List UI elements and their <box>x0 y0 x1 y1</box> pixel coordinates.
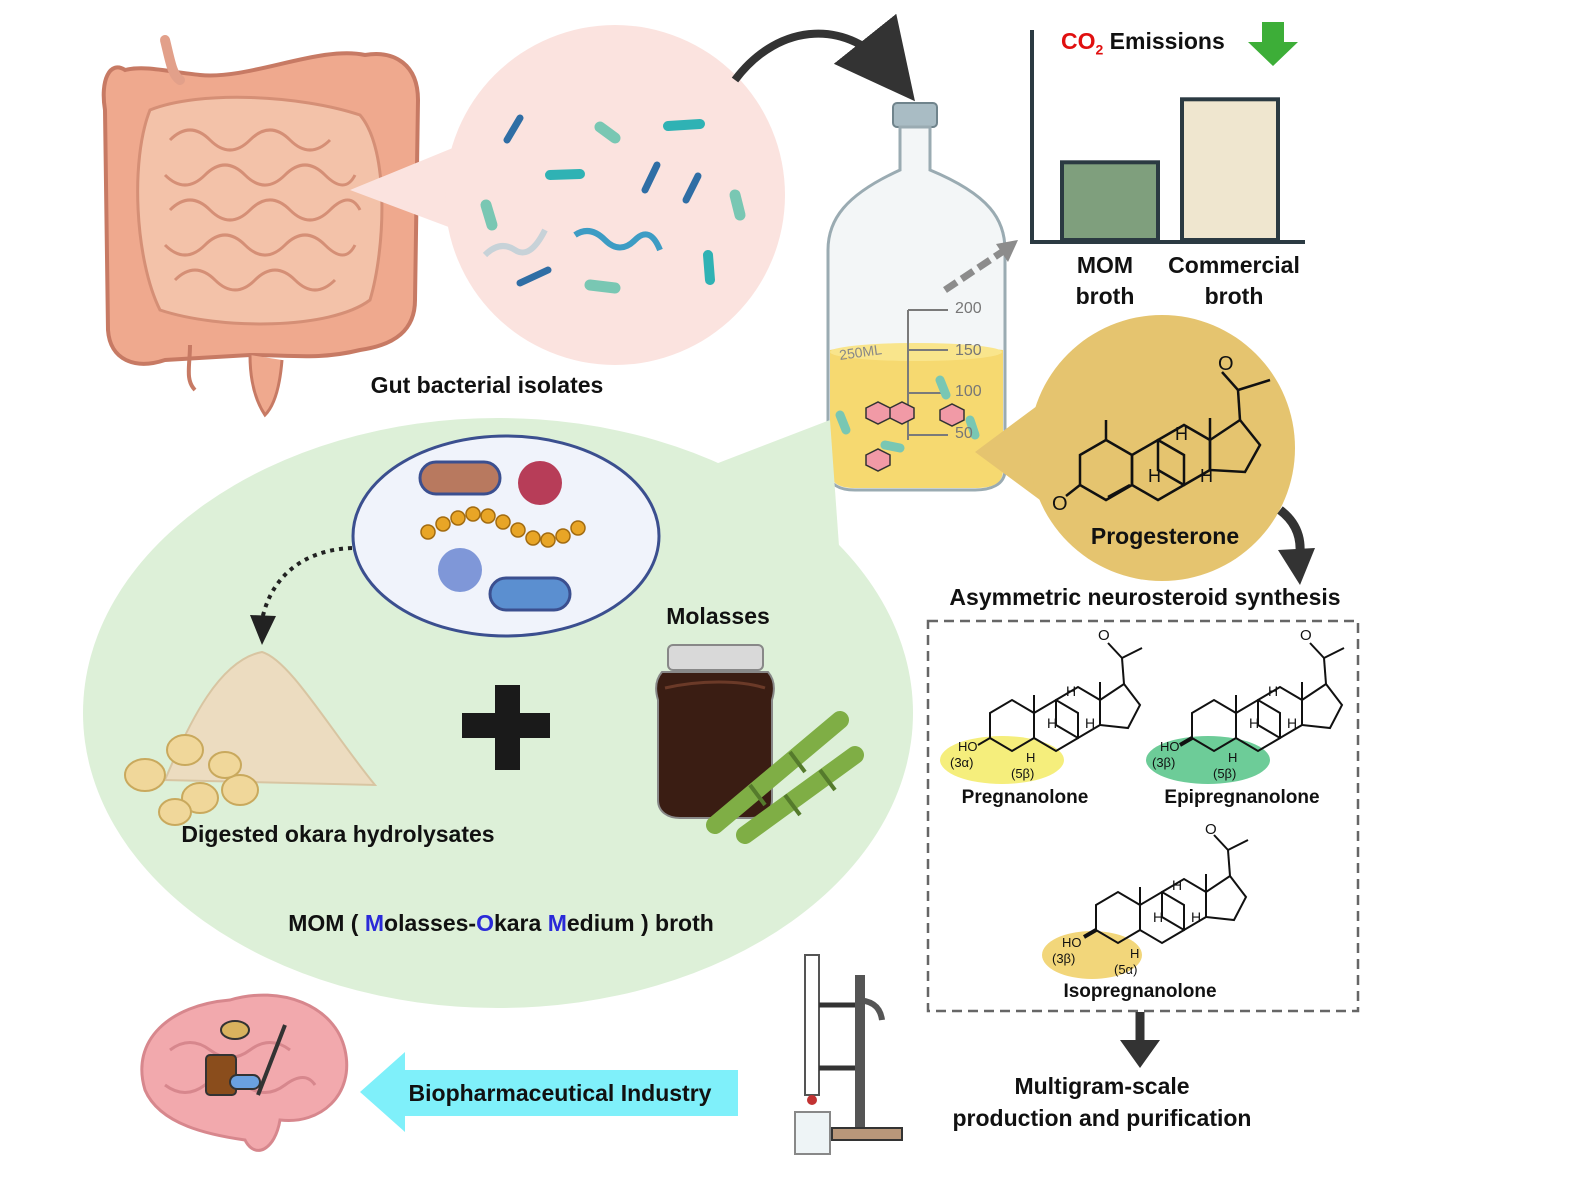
chart-category-commercial: Commercial broth <box>1168 250 1300 312</box>
bacteria-bubble <box>350 25 785 365</box>
isopregnanolone-structure <box>1082 834 1249 945</box>
mom-letter-m1: M <box>364 910 385 936</box>
isopregnanolone-h5: H <box>1130 946 1139 961</box>
chart-category-commercial-line2: broth <box>1204 283 1264 309</box>
okara-powder-illustration <box>124 650 378 826</box>
flask-mark-50: 50 <box>955 425 973 442</box>
mom-letter-o: O <box>476 910 494 936</box>
chart-category-mom: MOM broth <box>1076 250 1135 312</box>
pregnanolone-pos3: (3α) <box>950 755 973 770</box>
bar-mom-broth <box>1060 160 1160 242</box>
epipregnanolone-h-a: H <box>1268 683 1278 699</box>
mom-text-1: olasses- <box>384 910 477 936</box>
culture-bottle: 250ML 200 150 100 50 <box>826 102 1007 492</box>
products-box <box>926 619 1360 1013</box>
mom-text-3: edium ) broth <box>566 910 714 936</box>
chart-title: CO2 Emissions <box>1061 28 1225 58</box>
synthesis-title: Asymmetric neurosteroid synthesis <box>949 584 1341 610</box>
molasses-jar-illustration <box>655 644 864 844</box>
chart-category-commercial-line1: Commercial <box>1168 252 1300 278</box>
epipregnanolone-structure <box>1178 642 1345 753</box>
epipregnanolone-o: O <box>1300 627 1312 644</box>
isopregnanolone-label: Isopregnanolone <box>1063 981 1217 1002</box>
epipregnanolone-h-b: H <box>1249 715 1259 731</box>
isopregnanolone-ho: HO <box>1062 935 1082 950</box>
epipregnanolone-h5: H <box>1228 750 1237 765</box>
intestine-illustration <box>101 35 421 418</box>
plus-icon <box>462 685 550 770</box>
gut-isolates-label: Gut bacterial isolates <box>370 372 604 398</box>
flask-mark-100: 100 <box>955 383 982 400</box>
isopregnanolone-h-b: H <box>1153 909 1163 925</box>
epipregnanolone-pos3: (3β) <box>1152 755 1175 770</box>
progesterone-h1: H <box>1175 424 1188 444</box>
epipregnanolone-ho: HO <box>1160 739 1180 754</box>
down-arrow-icon <box>1248 22 1298 66</box>
chart-category-mom-line1: MOM <box>1076 252 1134 278</box>
pregnanolone-label: Pregnanolone <box>961 787 1089 808</box>
progesterone-h3: H <box>1200 466 1213 486</box>
epipregnanolone-label: Epipregnanolone <box>1164 787 1320 808</box>
multigram-line1: Multigram-scale <box>1014 1073 1190 1099</box>
enzyme-digestion-circle <box>351 434 661 638</box>
pregnanolone-pos5: (5β) <box>1011 766 1034 781</box>
chart-title-rest: Emissions <box>1103 28 1225 54</box>
mom-medium-label: MOM ( Molasses-Okara Medium ) broth <box>288 910 714 937</box>
dashed-arrow-head <box>996 240 1018 262</box>
okara-label: Digested okara hydrolysates <box>181 821 495 847</box>
isopregnanolone-pos3: (3β) <box>1052 951 1075 966</box>
industry-label: Biopharmaceutical Industry <box>408 1080 712 1106</box>
progesterone-label: Progesterone <box>1090 523 1240 549</box>
epipregnanolone-highlight <box>1146 736 1270 784</box>
dotted-arrow-to-okara <box>260 546 353 621</box>
pregnanolone-h-b: H <box>1047 715 1057 731</box>
isopregnanolone-h-c: H <box>1191 909 1201 925</box>
pregnanolone-h5: H <box>1026 750 1035 765</box>
pregnanolone-h-a: H <box>1066 683 1076 699</box>
progesterone-h2: H <box>1148 466 1161 486</box>
pregnanolone-ho: HO <box>958 739 978 754</box>
isopregnanolone-pos5: (5α) <box>1114 962 1137 977</box>
co2-bar-chart <box>1030 22 1305 244</box>
column-stand-illustration <box>794 954 903 1155</box>
progesterone-structure <box>1065 371 1271 502</box>
curved-arrow-to-flask <box>731 13 916 102</box>
progesterone-o-top: O <box>1218 353 1234 375</box>
epipregnanolone-h-c: H <box>1287 715 1297 731</box>
dashed-arrow-to-chart <box>943 247 1007 293</box>
mom-prefix: MOM ( <box>288 910 365 936</box>
bar-commercial-broth <box>1180 97 1280 242</box>
industry-arrow-body <box>404 1070 738 1116</box>
industry-arrow-head <box>360 1052 405 1132</box>
molasses-label: Molasses <box>666 603 770 629</box>
flask-mark-200: 200 <box>955 300 982 317</box>
mom-letter-m2: M <box>547 910 567 936</box>
mom-text-2: kara <box>493 910 548 936</box>
flask-volume-label: 250ML <box>838 341 883 363</box>
chart-title-sub: 2 <box>1095 41 1104 58</box>
flask-mark-150: 150 <box>955 342 982 359</box>
pregnanolone-o: O <box>1098 627 1110 644</box>
pregnanolone-highlight <box>940 736 1064 784</box>
chart-category-mom-line2: broth <box>1075 283 1135 309</box>
pregnanolone-h-c: H <box>1085 715 1095 731</box>
chart-title-co: CO <box>1061 28 1096 54</box>
brain-illustration <box>140 993 349 1152</box>
arrow-head-multigram <box>1120 1040 1160 1068</box>
pregnanolone-structure <box>977 642 1143 753</box>
isopregnanolone-h-a: H <box>1172 877 1182 893</box>
multigram-line2: production and purification <box>952 1105 1252 1131</box>
isopregnanolone-o: O <box>1205 821 1217 838</box>
multigram-label: Multigram-scale production and purificat… <box>953 1070 1252 1134</box>
arrow-head-synthesis <box>1278 548 1315 585</box>
dotted-arrow-head <box>250 615 276 645</box>
progesterone-o-left: O <box>1052 493 1068 515</box>
progesterone-bubble: O O H H H <box>975 315 1295 581</box>
epipregnanolone-pos5: (5β) <box>1213 766 1236 781</box>
